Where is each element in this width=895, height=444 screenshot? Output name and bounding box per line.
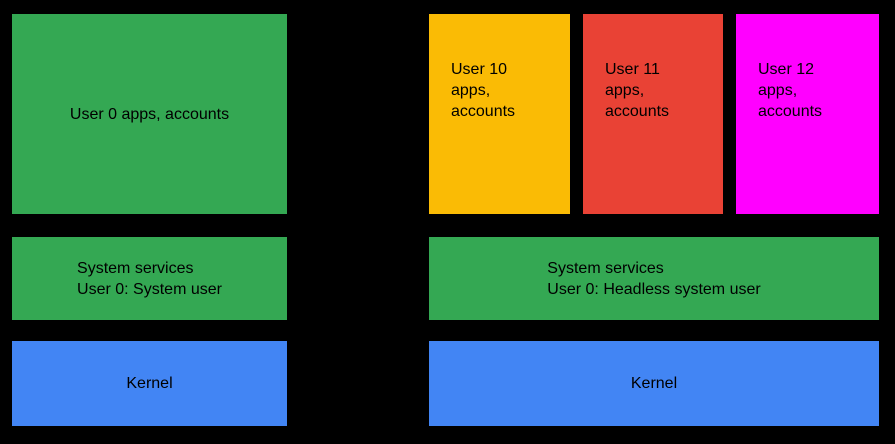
right-user11-apps-label: User 11 apps, accounts: [605, 61, 670, 120]
right-user12-apps-box: User 12 apps, accounts: [736, 14, 879, 214]
right-system-services-box: System services User 0: Headless system …: [429, 237, 879, 320]
left-user0-apps-box: User 0 apps, accounts: [12, 14, 287, 214]
right-system-services-label: System services User 0: Headless system …: [547, 259, 761, 298]
right-kernel-label: Kernel: [630, 375, 678, 392]
left-system-services-label: System services User 0: System user: [77, 259, 222, 298]
left-system-services-box: System services User 0: System user: [12, 237, 287, 320]
right-user11-apps-box: User 11 apps, accounts: [583, 14, 723, 214]
right-user12-apps-label: User 12 apps, accounts: [758, 61, 823, 120]
left-kernel-label: Kernel: [126, 375, 173, 392]
left-kernel-box: Kernel: [12, 341, 287, 426]
right-user10-apps-label: User 10 apps, accounts: [451, 61, 516, 120]
left-user0-apps-label: User 0 apps, accounts: [69, 105, 230, 123]
right-kernel-box: Kernel: [429, 341, 879, 426]
right-user10-apps-box: User 10 apps, accounts: [429, 14, 570, 214]
